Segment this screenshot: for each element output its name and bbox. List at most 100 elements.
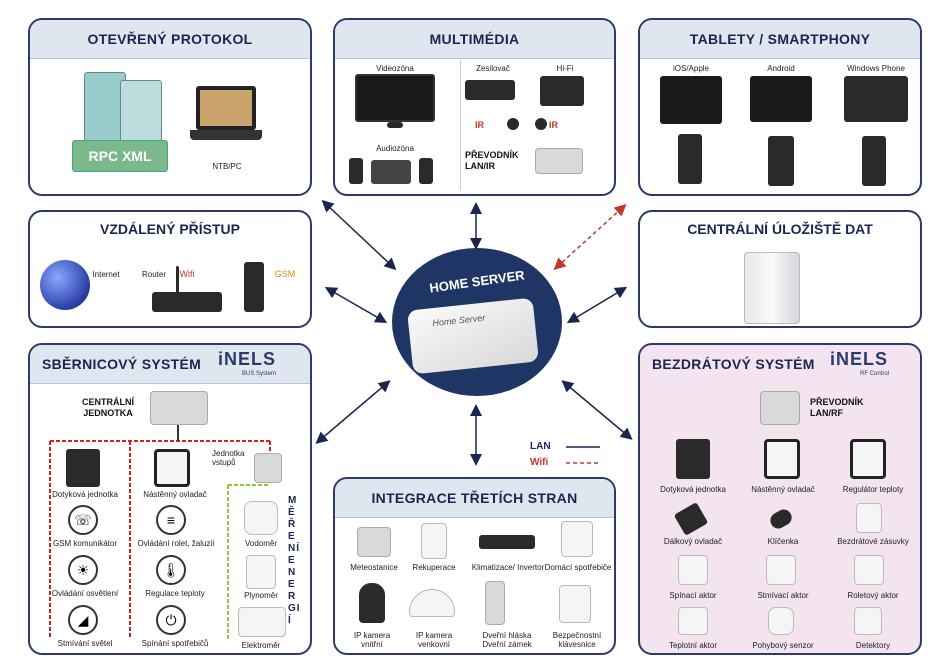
android-tablet-icon [750,76,812,122]
bus-item-label: Spínání spotřebičů [141,639,209,648]
switch-actuator-icon [678,555,708,585]
home-server-hub: HOME SERVER Home Server [392,248,562,396]
internet-label: Internet [92,270,120,279]
temperature-actuator-icon [678,607,708,635]
power-icon: ⏻ [156,605,186,635]
dimmer-icon: ◢ [68,605,98,635]
weather-station-icon [357,527,391,557]
motion-sensor-icon [768,607,794,635]
rf-item-label: Roletový aktor [847,591,899,600]
third-party-item-label: Klimatizace/ Invertor [471,563,545,572]
panel-title: MULTIMÉDIA [335,20,614,59]
panel-third-party: INTEGRACE TŘETÍCH STRAN Meteostanice Rek… [333,477,616,655]
ir-label-1: IR [475,120,484,130]
rf-item-label: Teplotní aktor [668,641,718,650]
lan-rf-converter-icon [760,391,800,425]
arrow-remote [324,287,388,323]
gsm-phone-icon [244,262,264,312]
inels-rf-sub: RF Control [860,371,890,377]
hifi-label: Hi-Fi [556,64,574,73]
rf-item-label: Dálkový ovladač [663,537,723,546]
rf-item-label: Pohybový senzor [752,641,814,650]
audiozone-label: Audiozóna [376,144,414,153]
third-party-item-label: Bezpečnostní klávesnice [552,631,602,649]
arrow-bus [315,380,391,444]
outdoor-camera-icon [409,589,455,617]
rpc-server-icon: RPC XML [70,72,170,172]
lan-ir-converter-label: PŘEVODNÍK LAN/IR [465,150,519,171]
hifi-icon [540,76,584,106]
central-unit-icon [150,391,208,425]
air-conditioner-icon [479,535,535,549]
third-party-item-label: Dveřní hláska Dveřní zámek [482,631,532,649]
lan-rf-converter-label: PŘEVODNÍK LAN/RF [810,397,864,418]
electricity-meter-icon [238,607,286,637]
ios-label: iOS/Apple [672,64,710,73]
recuperation-icon [421,523,447,559]
arrow-open-protocol [321,199,397,271]
rf-item-label: Bezdrátové zásuvky [837,537,909,546]
router-label: Router [141,270,166,279]
router-icon [152,292,222,312]
central-unit-label: CENTRÁLNÍ JEDNOTKA [82,397,134,418]
arrow-tablets [553,203,627,271]
bus-item-label: Vodoměr [244,539,278,548]
key-fob-icon [767,506,795,532]
third-party-item-label: IP kamera vnitřní [353,631,391,649]
laptop-icon [190,86,262,154]
bus-item-label: Stmívání světel [57,639,113,648]
windows-label: Windows Phone [847,64,905,73]
amplifier-icon [465,80,515,100]
tv-stand-icon [387,122,403,128]
rf-item-label: Dotyková jednotka [660,485,726,494]
third-party-item-label: Domácí spotřebiče [544,563,612,572]
rf-wall-switch-icon [764,439,800,479]
bus-item-label: Nástěnný ovladač [143,490,207,499]
third-party-item-label: Rekuperace [412,563,456,572]
blinds-icon: ≡ [156,505,186,535]
bus-item-label: Ovládání rolet, žaluzií [137,539,215,548]
videozone-label: Videozóna [376,64,414,73]
panel-tablets: TABLETY / SMARTPHONY iOS/Apple Android W… [638,18,922,196]
legend-wifi-label: Wifi [530,457,549,468]
water-meter-icon [244,501,278,535]
bus-item-label: Plynoměr [244,591,278,600]
third-party-item-label: Meteostanice [350,563,398,572]
bus-item-label: Regulace teploty [145,589,205,598]
light-bulb-icon: ☀ [68,555,98,585]
touch-unit-icon [66,449,100,487]
panel-title: BEZDRÁTOVÝ SYSTÉM [652,356,815,372]
panel-title: CENTRÁLNÍ ÚLOŽIŠTĚ DAT [687,221,873,237]
shutter-actuator-icon [854,555,884,585]
globe-icon [40,260,90,310]
bus-item-label: Dotyková jednotka [52,490,118,499]
panel-central-storage: CENTRÁLNÍ ÚLOŽIŠTĚ DAT [638,210,922,328]
legend-lan-label: LAN [530,441,551,452]
android-phone-icon [768,136,794,186]
ir-emitter-icon-1 [507,118,519,130]
router-antenna-icon [176,266,179,294]
speaker-left-icon [349,158,363,184]
third-party-item-label: IP kamera venkovní [415,631,453,649]
rf-item-label: Spínací aktor [669,591,717,600]
home-server-device-icon: Home Server [407,297,539,375]
android-label: Android [767,64,795,73]
remote-control-icon [673,502,709,536]
ir-label-2: IR [549,120,558,130]
speaker-right-icon [419,158,433,184]
arrow-wireless [561,380,633,440]
home-server-device-label: Home Server [431,312,486,329]
pc-label: NTB/PC [212,162,242,171]
panel-title: SBĚRNICOVÝ SYSTÉM [42,356,202,372]
input-unit-label: Jednotka vstupů [212,449,245,467]
bus-item-label: GSM komunikátor [52,539,118,548]
home-server-title: HOME SERVER [428,267,526,296]
panel-wireless-system: BEZDRÁTOVÝ SYSTÉM iNELS RF Control PŘEVO… [638,343,922,655]
rf-item-label: Stmívací aktor [757,591,809,600]
rpc-label: RPC XML [88,148,152,164]
panel-bus-system: SBĚRNICOVÝ SYSTÉM iNELS BUS System CENTR… [28,343,312,655]
washing-machine-icon [561,521,593,557]
dimmer-actuator-icon [766,555,796,585]
security-keypad-icon [559,585,591,623]
gas-meter-icon [246,555,276,589]
